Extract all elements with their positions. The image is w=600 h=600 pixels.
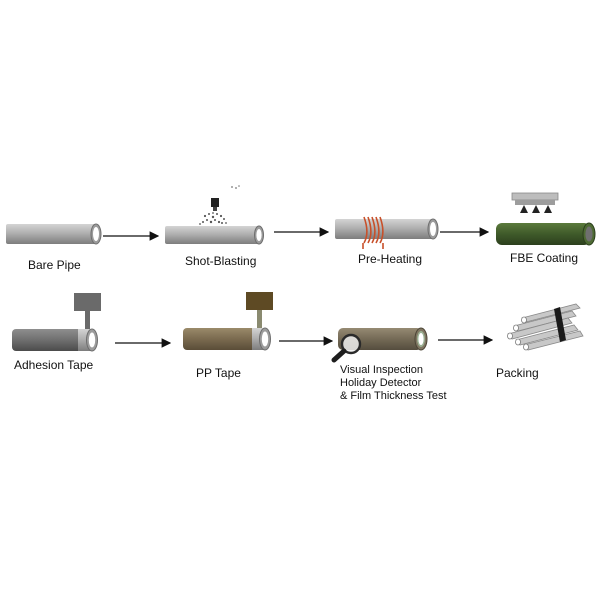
heating-coil-icon [362, 216, 384, 249]
label-packing: Packing [496, 366, 539, 380]
pp-taped-pipe [183, 327, 271, 351]
label-fbe-coating: FBE Coating [510, 251, 579, 265]
sand-blaster-icon [199, 185, 240, 225]
label-pp-tape: PP Tape [196, 366, 241, 380]
adhesion-tape-dispenser-icon [74, 293, 101, 329]
shot-blasted-pipe [165, 225, 264, 245]
pp-tape-dispenser-icon [246, 292, 273, 329]
powder-spray-icon [511, 192, 559, 213]
label-inspection: Visual Inspection Holiday Detector & Fil… [340, 364, 447, 402]
label-adhesion-tape: Adhesion Tape [14, 358, 94, 372]
label-shot-blasting: Shot-Blasting [185, 254, 257, 268]
fbe-coated-pipe [496, 222, 596, 246]
pre-heated-pipe [335, 218, 439, 240]
label-bare-pipe: Bare Pipe [28, 258, 81, 272]
magnifier-icon [331, 333, 362, 363]
label-pre-heating: Pre-Heating [358, 252, 423, 266]
bare-pipe [6, 223, 102, 245]
adhesion-taped-pipe [12, 328, 98, 352]
pipe-bundle-icon [507, 303, 584, 351]
